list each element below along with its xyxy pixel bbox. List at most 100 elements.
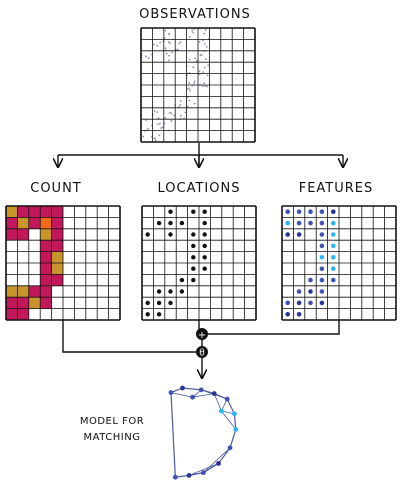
feature-point <box>296 209 302 214</box>
feature-point <box>308 300 313 306</box>
observation-point <box>147 127 150 130</box>
location-point <box>156 289 162 294</box>
model-edge <box>221 410 237 430</box>
count-cell <box>51 228 63 241</box>
location-point <box>168 220 173 226</box>
observation-point <box>206 85 208 88</box>
observation-point <box>179 41 182 43</box>
location-point <box>168 232 173 237</box>
location-point <box>202 243 207 249</box>
observation-point <box>170 112 173 115</box>
observation-point <box>194 57 197 59</box>
model-edge <box>213 393 222 412</box>
model-node <box>216 461 221 466</box>
count-cell <box>17 217 29 229</box>
feature-point <box>296 289 302 294</box>
observation-point <box>159 41 161 44</box>
count-cell <box>40 251 52 263</box>
count-cell <box>51 240 63 252</box>
feature-point <box>331 220 336 226</box>
feature-point <box>285 209 291 214</box>
observation-point <box>168 54 170 57</box>
features-grid <box>281 205 397 321</box>
feature-point <box>285 232 291 237</box>
feature-point <box>296 312 302 317</box>
observation-point <box>167 41 170 43</box>
observation-point <box>165 52 168 55</box>
model-node <box>233 427 239 432</box>
count-cell <box>6 308 18 320</box>
observation-point <box>169 42 171 45</box>
observation-point <box>202 71 205 74</box>
count-cell <box>51 206 63 218</box>
theta-symbol: θ <box>199 349 205 359</box>
observation-point <box>188 58 191 61</box>
observation-point <box>203 32 206 35</box>
observation-point <box>168 111 171 114</box>
features-to-plus-line <box>207 320 340 335</box>
observation-point <box>199 54 202 57</box>
feature-point <box>319 289 325 294</box>
count-cell <box>17 228 29 241</box>
location-point <box>145 232 150 237</box>
observation-point <box>188 87 191 90</box>
count-cell <box>40 240 52 252</box>
observation-point <box>158 122 161 125</box>
count-cell <box>51 251 63 263</box>
observation-point <box>167 32 170 35</box>
observation-point <box>179 103 182 106</box>
feature-point <box>331 243 336 249</box>
plus-operator: + <box>196 328 208 341</box>
model-graph <box>168 385 239 480</box>
model-edge <box>170 392 193 398</box>
model-node <box>180 385 185 391</box>
count-cell <box>17 285 29 298</box>
location-point <box>179 220 185 226</box>
observation-point <box>163 37 166 39</box>
feature-point <box>285 300 291 306</box>
location-point <box>202 232 207 237</box>
count-cell <box>17 308 29 320</box>
feature-point <box>308 209 313 214</box>
feature-point <box>308 220 313 226</box>
count-cell <box>17 297 29 309</box>
observation-point <box>193 82 196 85</box>
location-point <box>145 300 150 306</box>
count-cell <box>28 297 41 309</box>
model-node <box>231 411 237 417</box>
feature-point <box>296 220 302 226</box>
location-point <box>202 220 207 226</box>
count-cell <box>28 217 41 229</box>
count-cell <box>51 274 63 286</box>
observation-point <box>183 117 186 120</box>
model-node <box>201 470 206 476</box>
feature-point <box>331 266 336 272</box>
location-point <box>156 300 162 306</box>
observation-point <box>153 110 156 113</box>
observation-point <box>160 127 162 130</box>
location-point <box>191 266 196 271</box>
feature-point <box>319 254 325 260</box>
location-point <box>202 266 207 271</box>
count-cell <box>6 285 18 298</box>
observation-point <box>157 123 160 126</box>
observation-point <box>192 31 195 34</box>
count-cell <box>51 217 63 229</box>
observation-point <box>164 47 167 50</box>
observation-point <box>147 57 150 60</box>
count-cell <box>40 285 52 298</box>
model-node <box>211 391 217 396</box>
feature-point <box>285 220 291 226</box>
model-node <box>227 445 233 451</box>
observation-point <box>203 66 206 69</box>
observation-point <box>178 42 181 45</box>
location-point <box>191 277 196 283</box>
observation-point <box>206 74 209 77</box>
model-node <box>172 474 178 480</box>
locations-grid <box>141 205 257 321</box>
model-node <box>168 390 174 395</box>
feature-point <box>331 209 336 214</box>
location-point <box>179 289 185 294</box>
observation-point <box>186 105 189 108</box>
